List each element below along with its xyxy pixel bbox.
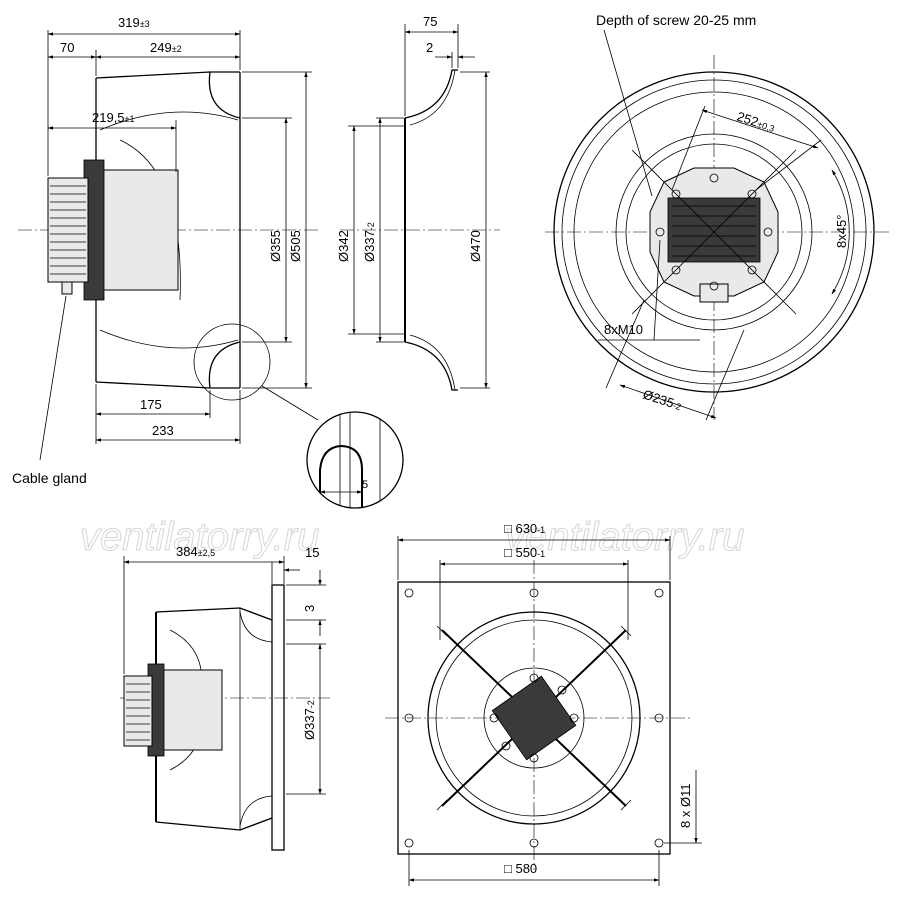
dim-2: 2 xyxy=(426,40,433,55)
dim-nozzle-d470: Ø470 xyxy=(468,230,483,262)
plate-side-view: 384±2,5 15 3 Ø337-2 xyxy=(120,544,330,851)
dim-d235: Ø235-2 xyxy=(641,387,684,414)
dim-233: 233 xyxy=(152,423,174,438)
watermark-right: ventilatorry.ru xyxy=(505,515,744,559)
dim-holes: 8 x Ø11 xyxy=(678,783,693,828)
dim-3: 3 xyxy=(302,605,317,612)
dim-384: 384±2,5 xyxy=(176,544,215,559)
dim-550: □ 550-1 xyxy=(504,545,545,560)
depth-of-screw-label: Depth of screw 20-25 mm xyxy=(596,12,756,28)
dim-70: 70 xyxy=(60,40,74,55)
nozzle-view: 75 2 Ø342 Ø337-2 Ø470 xyxy=(336,14,500,391)
cable-gland-label: Cable gland xyxy=(12,470,87,486)
dim-175: 175 xyxy=(140,397,162,412)
side-view: 319±3 70 249±2 219,5±1 Ø355 Ø505 175 233… xyxy=(12,15,320,486)
dim-75: 75 xyxy=(423,14,437,29)
dim-d505: Ø505 xyxy=(288,230,303,262)
dim-249: 249±2 xyxy=(150,40,182,55)
dim-319: 319±3 xyxy=(118,15,150,30)
motor-fins xyxy=(47,177,89,283)
detail-view: 5 xyxy=(306,411,404,509)
front-view: 252±0,3 8x45° Depth of screw 20-25 mm 8x… xyxy=(545,12,890,421)
dim-252: 252±0,3 xyxy=(735,109,777,135)
dim-d355: Ø355 xyxy=(268,230,283,262)
plate-front-view: □ 630-1 □ 550-1 □ 580 8 x Ø11 xyxy=(385,521,702,886)
dim-detail-5: 5 xyxy=(362,479,368,491)
dim-nozzle-d342: Ø342 xyxy=(336,230,351,262)
angle-label: 8x45° xyxy=(834,215,849,248)
dim-plate-d337: Ø337-2 xyxy=(302,700,317,740)
dim-219: 219,5±1 xyxy=(92,110,135,125)
dim-630: □ 630-1 xyxy=(504,521,545,536)
dim-580: □ 580 xyxy=(504,861,537,876)
screw-spec-label: 8xM10 xyxy=(604,322,643,337)
dim-nozzle-d337: Ø337-2 xyxy=(362,222,377,262)
watermark-left: ventilatorry.ru xyxy=(80,515,319,559)
dim-15: 15 xyxy=(305,545,319,560)
